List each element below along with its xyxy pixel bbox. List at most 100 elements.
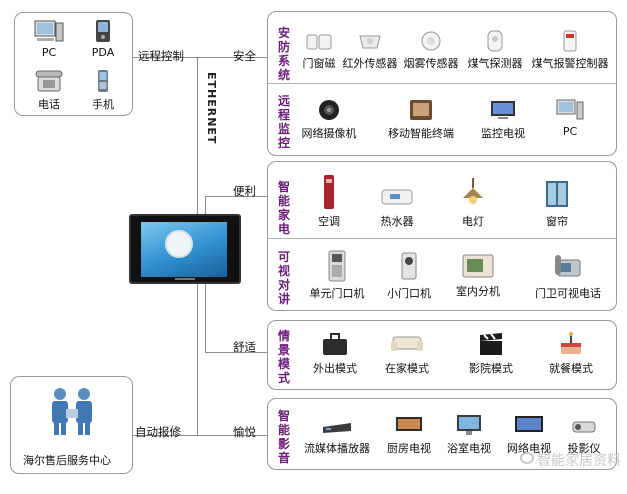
branch-label-pleasure: 愉悦 (233, 425, 256, 439)
wechat-icon (520, 452, 534, 464)
convenience-link-drop (205, 196, 206, 216)
watermark-text: 智能家居资料 (537, 453, 621, 469)
group-title-smart-appliances: 智能家电 (277, 180, 290, 236)
briefcase-icon (323, 333, 347, 355)
network-camera-icon (319, 100, 339, 120)
device-mobile-terminal: 移动智能终端 (379, 98, 463, 141)
gas-detector-icon (487, 30, 503, 52)
monitor-tv-icon (491, 101, 515, 119)
bathroom-tv-icon (457, 415, 481, 435)
device-label: 小门口机 (387, 287, 431, 300)
device-label: 网络摄像机 (301, 127, 357, 140)
device-bathroom-tv: 浴室电视 (427, 413, 511, 456)
scene-label: 在家模式 (385, 362, 429, 375)
scene-label: 外出模式 (313, 362, 357, 375)
mobile-terminal-icon (410, 100, 432, 120)
mobile-phone-icon (98, 70, 108, 92)
branch-label-auto-repair: 自动报修 (135, 425, 181, 439)
trunk-line-lower (197, 283, 198, 435)
unit-door-station-icon (328, 250, 346, 282)
device-guard-videophone: 门卫可视电话 (526, 250, 610, 301)
device-label: 窗帘 (546, 215, 568, 228)
comfort-link-line (205, 352, 267, 353)
remote-device-label: 电话 (38, 98, 60, 111)
service-center-box: 海尔售后服务中心 (10, 376, 133, 474)
device-unit-door-station: 单元门口机 (295, 250, 379, 301)
convenience-link-line (205, 196, 267, 197)
device-label: 煤气探测器 (467, 57, 523, 70)
security-group-divider (268, 83, 616, 84)
group-title-remote-monitoring: 远程监控 (277, 94, 290, 150)
remote-device-label: PDA (91, 46, 115, 59)
device-label: 流媒体播放器 (304, 442, 370, 455)
brand-strip (175, 278, 195, 280)
device-label: 烟雾传感器 (403, 57, 459, 70)
branch-label-convenience: 便利 (233, 184, 256, 198)
curtain-icon (546, 181, 568, 207)
group-title-smart-av: 智能影音 (277, 409, 290, 465)
telephone-icon (35, 70, 63, 92)
kitchen-tv-icon (396, 417, 422, 431)
security-group-box: 安防系统 远程监控 门窗磁 红外传感器 烟雾传感器 煤气探测器 (267, 11, 617, 156)
device-label: 门窗磁 (302, 57, 336, 70)
device-label: PC (562, 125, 578, 138)
cake-icon (561, 332, 581, 354)
service-staff-icon (52, 388, 92, 435)
remote-link-line (133, 57, 197, 58)
infrared-sensor-icon (359, 35, 381, 49)
remote-device-label: 手机 (92, 98, 114, 111)
device-label: 单元门口机 (309, 287, 365, 300)
remote-device-pda: PDA (61, 19, 145, 59)
device-monitor-tv: 监控电视 (461, 98, 545, 141)
device-label: 投影仪 (567, 442, 601, 455)
gas-alarm-controller-icon (563, 30, 577, 52)
scene-label: 就餐模式 (549, 362, 593, 375)
device-network-camera: 网络摄像机 (287, 98, 371, 141)
smart-home-controller (129, 214, 241, 284)
remote-device-label: PC (41, 46, 57, 59)
group-title-security-system: 安防系统 (277, 26, 290, 82)
device-label: 浴室电视 (447, 442, 491, 455)
clock-icon (165, 230, 193, 258)
convenience-group-divider (268, 238, 616, 239)
device-lamp: 电灯 (431, 178, 515, 229)
pleasure-group-box: 智能影音 流媒体播放器 厨房电视 浴室电视 网络电视 (267, 398, 617, 470)
device-label: 厨房电视 (387, 442, 431, 455)
security-link-line (197, 57, 267, 58)
service-center-label: 海尔售后服务中心 (23, 454, 111, 467)
scene-away-mode: 外出模式 (293, 331, 377, 376)
trunk-line-upper (197, 57, 198, 217)
device-label: 移动智能终端 (388, 127, 454, 140)
device-smoke-sensor: 烟雾传感器 (389, 30, 473, 71)
scene-dining-mode: 就餐模式 (529, 331, 613, 376)
water-heater-icon (381, 189, 413, 205)
device-air-conditioner: 空调 (287, 174, 371, 229)
comfort-link-rise (205, 283, 206, 353)
device-label: 监控电视 (481, 127, 525, 140)
network-tv-icon (515, 416, 543, 432)
door-sensor-icon (306, 34, 332, 50)
pda-icon (96, 20, 110, 42)
guard-videophone-icon (555, 255, 581, 277)
branch-label-remote: 远程控制 (138, 49, 184, 63)
scene-cinema-mode: 影院模式 (449, 331, 533, 376)
device-infrared-sensor: 红外传感器 (328, 30, 412, 71)
device-label: 热水器 (380, 215, 414, 228)
scene-label: 影院模式 (469, 362, 513, 375)
device-door-sensor: 门窗磁 (277, 30, 361, 71)
remote-device-pc: PC (7, 19, 91, 59)
device-gas-detector: 煤气探测器 (453, 30, 537, 71)
lamp-icon (463, 178, 483, 204)
device-water-heater: 热水器 (355, 184, 439, 229)
device-label: 红外传感器 (342, 57, 398, 70)
branch-label-security: 安全 (233, 49, 256, 63)
group-title-video-intercom: 可视对讲 (277, 250, 290, 306)
device-label: 室内分机 (456, 285, 500, 298)
branch-label-comfort: 舒适 (233, 340, 256, 354)
sofa-icon (391, 336, 423, 351)
remote-devices-box: PC PDA 电话 手机 (14, 12, 133, 116)
device-pc: PC (528, 98, 612, 138)
device-curtain: 窗帘 (515, 178, 599, 229)
indoor-unit-icon (462, 254, 494, 278)
device-gas-alarm-controller: 煤气报警控制器 (528, 30, 612, 71)
